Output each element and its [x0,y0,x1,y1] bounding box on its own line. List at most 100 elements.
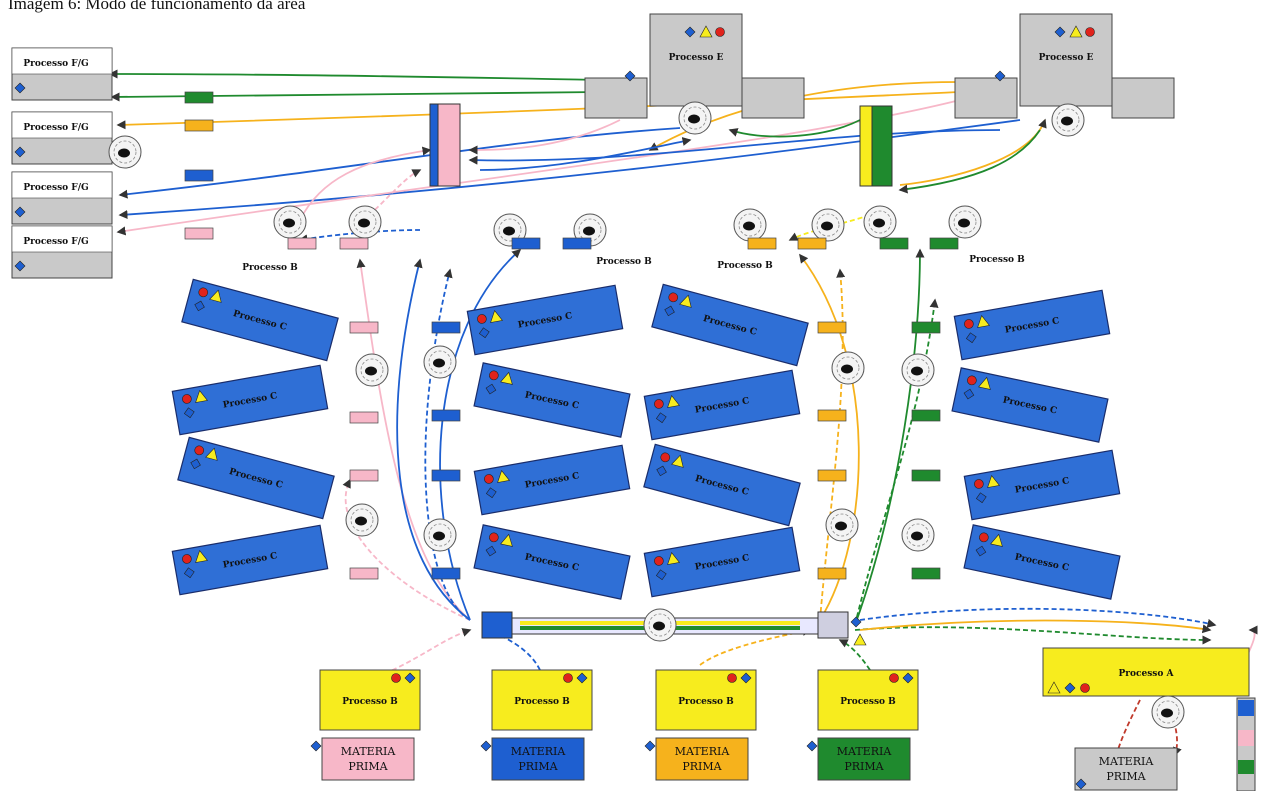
process-c-box: Processo C [953,289,1111,361]
diamond-icon [310,740,322,752]
materia-prima-box: MATERIA PRIMA [806,737,911,781]
flow-line [859,619,1212,634]
materia-prima-label: MATERIA [675,745,731,758]
column-cell [1238,760,1254,774]
flow-line [728,119,861,138]
operator-icon [643,608,677,642]
operator-body [911,531,923,541]
operator-body [821,221,833,231]
operator-body [503,226,515,236]
kanban-card [431,321,461,334]
flow-line [116,91,961,130]
materia-prima-label: PRIMA [682,760,722,773]
diamond-icon [485,383,497,395]
process-fg-box: Processo F/G [11,111,113,165]
process-c-frame [963,524,1121,600]
operator-icon [811,208,845,242]
triangle-icon [977,314,990,328]
flow-line [468,119,621,155]
kanban-card [911,567,941,580]
triangle-icon [209,289,222,303]
flow-line [788,214,871,241]
process-e-box: Processo E [584,13,805,119]
process-fg-box: Processo F/G [11,47,113,101]
operator-body [358,218,370,228]
operator-body [653,621,665,631]
diamond-icon [14,260,26,272]
kanban-card [349,567,379,580]
process-c-frame [643,443,801,527]
process-c-box: Processo C [473,362,631,438]
materia-prima-label: PRIMA [844,760,884,773]
process-b-frame [491,669,593,731]
process-c-box: Processo C [651,283,809,367]
diamond-icon [655,412,667,424]
operator-icon [348,205,382,239]
flow-line [356,258,471,621]
kanban-bin-green [871,105,893,187]
conveyor-bin [817,611,849,639]
process-b-label: Processo B [342,697,398,707]
kanban-card [929,237,959,250]
process-e-label: Processo E [1039,53,1094,63]
diamond-icon [485,545,497,557]
operator-body [1061,116,1073,126]
red-signal-icon [194,445,205,456]
operator-body [743,221,755,231]
red-signal-icon [563,673,573,683]
process-c-frame [171,364,329,436]
column-cell [1238,700,1254,716]
process-c-box: Processo C [473,524,631,600]
kanban-card [349,469,379,482]
process-b-frame [817,669,919,731]
process-a-label: Processo A [1119,669,1175,679]
kanban-card [339,237,369,250]
process-c-frame [963,449,1121,521]
flow-line [838,639,871,671]
process-b-frame [319,669,421,731]
operator-inner-ring [428,350,452,374]
operator-icon [273,205,307,239]
process-c-box: Processo C [466,284,624,356]
process-c-box: Processo C [643,443,801,527]
red-signal-icon [979,532,989,543]
flow-line [898,129,1041,194]
operator-body [841,364,853,374]
kanban-card [747,237,777,250]
operator-body [365,366,377,376]
process-c-frame [466,284,624,356]
process-c-frame [181,278,339,362]
operator-icon [948,205,982,239]
kanban-card [431,469,461,482]
triangle-icon [990,533,1003,547]
process-fg-label: Processo F/G [23,59,88,69]
red-signal-icon [964,319,974,329]
flow-line [424,268,471,621]
process-c-box: Processo C [171,364,329,436]
operator-inner-ring [278,210,302,234]
process-fg-box: Processo F/G [11,171,113,225]
operator-body [1161,708,1173,718]
process-b-frame [655,669,757,731]
process-c-box: Processo C [171,524,329,596]
materia-prima-label: MATERIA [837,745,893,758]
flow-line [854,626,1212,645]
red-signal-icon [489,370,499,381]
kanban-card [184,119,214,132]
process-c-frame [953,289,1111,361]
process-c-frame [643,369,801,441]
process-e-label: Processo E [669,53,724,63]
diamond-icon [644,740,656,752]
operator-body [433,358,445,368]
triangle-icon [195,389,208,403]
diamond-icon [740,672,752,684]
process-fg-header [11,225,113,253]
kanban-card [184,227,214,240]
flow-line [342,478,471,621]
diamond-icon [624,70,636,82]
diamond-icon [1054,26,1066,38]
process-b-label: Processo B [840,697,896,707]
process-b-box: Processo B [491,669,593,731]
red-signal-icon [668,292,679,303]
